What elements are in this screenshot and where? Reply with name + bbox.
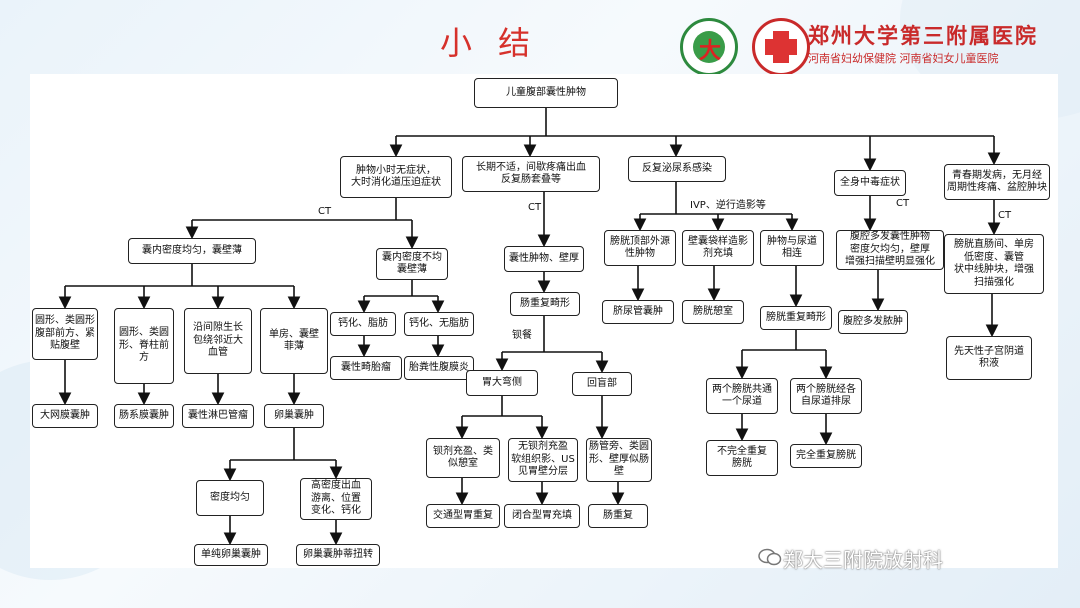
flowchart-panel: 儿童腹部囊性肿物 肿物小时无症状， 大时消化道压迫症状 长期不适，间歇疼痛出血 … [30,74,1058,568]
edge-label-ct-4: CT [998,210,1012,221]
node-a1: 肿物小时无症状， 大时消化道压迫症状 [340,156,452,198]
hospital-subtitle: 河南省妇幼保健院 河南省妇女儿童医院 [808,52,999,65]
node-d4: 卵巢囊肿 [264,404,324,428]
node-root: 儿童腹部囊性肿物 [474,78,618,108]
node-p1: 不完全重复 膀胱 [706,440,778,476]
node-j1: 胃大弯侧 [466,370,538,396]
node-p2: 完全重复膀胱 [790,444,862,468]
node-c2: 圆形、类圆 形、脊柱前 方 [114,308,174,384]
node-q1: 腹腔多发囊性肿物 密度欠均匀，壁厚 增强扫描壁明显强化 [836,230,944,270]
node-b1: 囊内密度均匀，囊壁薄 [128,238,256,264]
node-h1: 囊性畸胎瘤 [330,356,402,380]
node-r2: 先天性子宫阴道 积液 [946,336,1032,380]
node-k1: 钡剂充盈、类 似憩室 [426,438,500,478]
node-i2: 肠重复畸形 [510,292,580,316]
node-d3: 囊性淋巴管瘤 [182,404,254,428]
node-o1: 两个膀胱共通 一个尿道 [706,378,778,414]
edge-label-ivp: IVP、逆行造影等 [690,200,766,211]
edge-label-barium: 钡餐 [512,330,532,341]
node-n2: 膀胱憩室 [682,300,744,324]
node-m2: 壁囊袋样造影 剂充填 [682,230,754,266]
watermark-text: 郑大三附院放射科 [783,548,943,572]
node-k3: 肠管旁、类圆 形、壁厚似肠 壁 [586,438,652,482]
node-a4: 全身中毒症状 [834,170,906,196]
node-g1: 钙化、脂肪 [330,312,396,336]
node-q2: 腹腔多发脓肿 [838,310,908,334]
node-e2: 高密度出血 游离、位置 变化、钙化 [300,478,372,520]
node-m3: 肿物与尿道 相连 [760,230,824,266]
node-d1: 大网膜囊肿 [32,404,98,428]
node-g2: 钙化、无脂肪 [404,312,474,336]
node-c4: 单房、囊壁 菲薄 [260,308,328,374]
hospital-name: 郑州大学第三附属医院 [808,23,1038,48]
node-m1: 膀胱顶部外源 性肿物 [604,230,676,266]
edge-label-ct-1: CT [318,206,332,217]
edge-label-ct-2: CT [528,202,542,213]
flowchart-connectors [58,108,1001,546]
node-b2: 囊内密度不均 囊壁薄 [376,248,448,280]
node-f2: 卵巢囊肿蒂扭转 [296,544,380,566]
hospital-logo [752,18,810,76]
node-r1: 膀胱直肠间、单房 低密度、囊管 状中线肿块，增强 扫描强化 [944,234,1044,294]
node-j2: 回盲部 [572,372,632,396]
node-l3: 肠重复 [588,504,648,528]
node-h2: 胎粪性腹膜炎 [404,356,474,380]
node-e1: 密度均匀 [196,480,264,516]
node-d2: 肠系膜囊肿 [114,404,174,428]
node-c3: 沿间隙生长 包绕邻近大 血管 [184,308,252,374]
slide-title: 小 结 [440,24,539,62]
node-c1: 圆形、类圆形 腹部前方、紧 贴腹壁 [32,308,98,360]
node-l1: 交通型胃重复 [426,504,500,528]
node-i1: 囊性肿物、壁厚 [504,246,584,272]
node-n1: 脐尿管囊肿 [602,300,674,324]
node-l2: 闭合型胃充填 [504,504,580,528]
node-a2: 长期不适，间歇疼痛出血 反复肠套叠等 [462,156,600,192]
node-k2: 无钡剂充盈 软组织影、US 见胃壁分层 [508,438,578,482]
node-f1: 单纯卵巢囊肿 [194,544,268,566]
node-n3: 膀胱重复畸形 [760,306,832,330]
node-o2: 两个膀胱经各 自尿道排尿 [790,378,862,414]
node-a3: 反复泌尿系感染 [628,156,726,182]
node-a5: 青春期发病，无月经 周期性疼痛、盆腔肿块 [944,164,1050,200]
wechat-icon [758,548,782,566]
maternity-hospital-logo: 大 [680,18,738,76]
edge-label-ct-3: CT [896,198,910,209]
